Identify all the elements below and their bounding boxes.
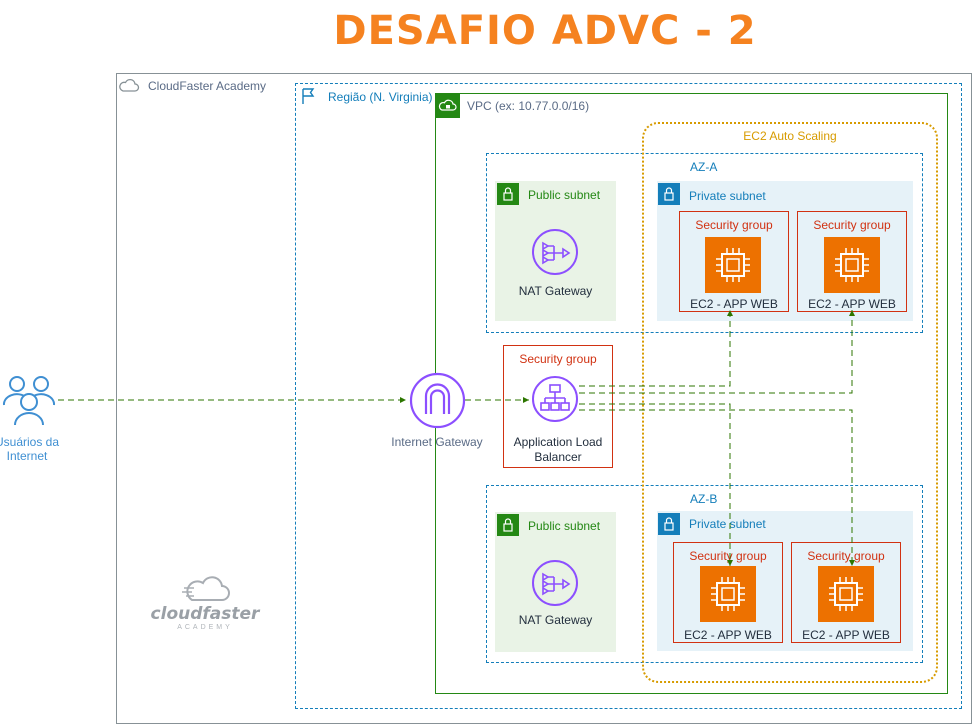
subnet-lock-icon <box>497 183 519 205</box>
ec2-instance-icon <box>818 566 874 622</box>
cloudfaster-logo-text: cloudfaster <box>150 604 260 624</box>
diagram-title: DESAFIO ADVC - 2 <box>333 8 757 54</box>
subnet-lock-icon <box>658 513 680 535</box>
security-group-label: Security group <box>695 218 773 232</box>
ec2-label: EC2 - APP WEB <box>802 628 890 642</box>
alb-label: Application Load Balancer <box>513 435 603 464</box>
internet-gateway-icon <box>409 372 466 429</box>
ec2-label: EC2 - APP WEB <box>684 628 772 642</box>
private-subnet-a-label: Private subnet <box>689 189 766 203</box>
users-icon <box>0 372 58 428</box>
autoscaling-group <box>642 122 938 683</box>
nat-gateway-icon <box>531 559 579 607</box>
cloudfaster-logo-icon <box>180 574 234 604</box>
vpc-cloud-lock-icon <box>436 94 460 118</box>
cloud-icon <box>117 74 142 99</box>
az-b-container <box>486 485 923 663</box>
vpc-label: VPC (ex: 10.77.0.0/16) <box>467 99 590 113</box>
ec2-instance-icon <box>705 237 761 293</box>
cloudfaster-logo-subtext: ACADEMY <box>177 624 233 631</box>
nat-gateway-icon <box>531 228 579 276</box>
account-label: CloudFaster Academy <box>148 79 267 93</box>
autoscaling-label: EC2 Auto Scaling <box>743 129 837 143</box>
alb-to-ec2-b1-connector <box>579 403 733 566</box>
security-group-label: Security group <box>689 549 767 563</box>
az-a-label: AZ-A <box>690 160 718 174</box>
alb-to-ec2-b2-connector <box>579 409 855 566</box>
users-label: Usuários da Internet <box>0 435 60 463</box>
region-label: Região (N. Virginia) <box>328 90 433 104</box>
az-a-container <box>486 153 923 333</box>
internet-gateway-label: Internet Gateway <box>391 435 483 449</box>
load-balancer-icon <box>531 375 579 423</box>
account-container <box>116 73 972 724</box>
subnet-lock-icon <box>658 183 680 205</box>
region-container <box>295 83 962 709</box>
alb-to-ec2-a1-connector <box>579 310 733 387</box>
subnet-lock-icon <box>497 514 519 536</box>
security-group-label: Security group <box>813 218 891 232</box>
ec2-instance-icon <box>824 237 880 293</box>
alb-to-ec2-a2-connector <box>579 310 855 394</box>
public-subnet-a-label: Public subnet <box>528 188 601 202</box>
ec2-label: EC2 - APP WEB <box>808 297 896 311</box>
nat-gateway-a-label: NAT Gateway <box>518 284 593 298</box>
ec2-label: EC2 - APP WEB <box>690 297 778 311</box>
alb-security-group-label: Security group <box>519 352 597 366</box>
az-b-label: AZ-B <box>690 492 718 506</box>
flag-icon <box>296 84 320 108</box>
private-subnet-b-label: Private subnet <box>689 517 766 531</box>
ec2-instance-icon <box>700 566 756 622</box>
nat-gateway-b-label: NAT Gateway <box>518 613 593 627</box>
public-subnet-b-label: Public subnet <box>528 519 601 533</box>
security-group-label: Security group <box>807 549 885 563</box>
